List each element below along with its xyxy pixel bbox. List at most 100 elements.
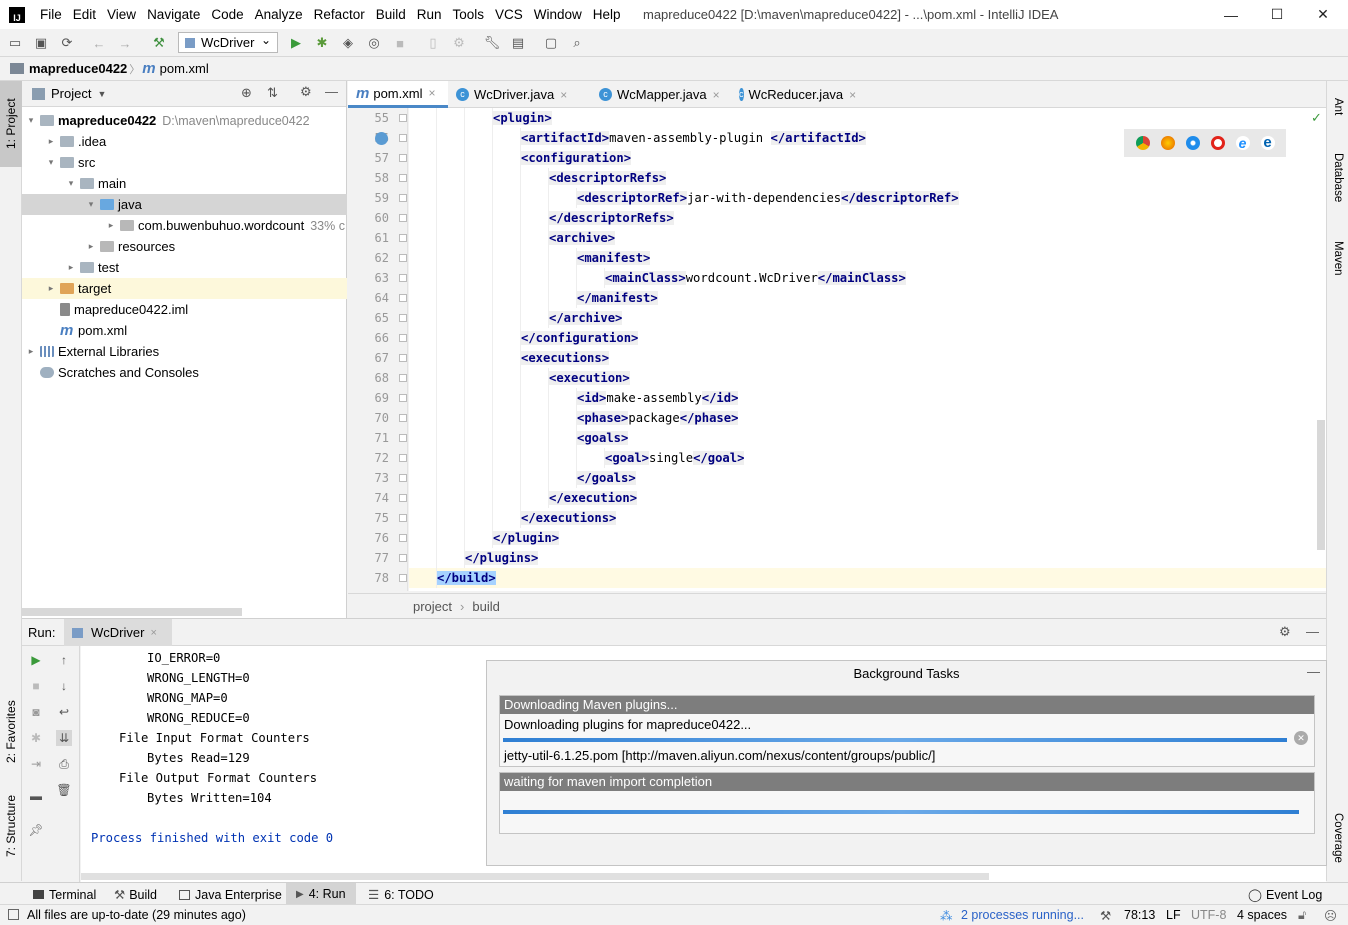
fold-marker-icon[interactable] bbox=[399, 134, 407, 142]
tree-item[interactable]: ▸.idea bbox=[22, 131, 347, 152]
tree-item[interactable]: ▸target bbox=[22, 278, 347, 299]
chrome-icon[interactable] bbox=[1135, 136, 1150, 150]
back-icon[interactable]: ← bbox=[92, 35, 106, 51]
project-view-select[interactable]: Project bbox=[51, 86, 92, 101]
update-icon[interactable]: ⚙ bbox=[453, 35, 465, 50]
up-arrow-icon[interactable]: ↑ bbox=[61, 653, 67, 667]
exit-icon[interactable]: ⇥ bbox=[30, 757, 42, 771]
fold-marker-icon[interactable] bbox=[399, 274, 407, 282]
menu-view[interactable]: View bbox=[107, 7, 137, 22]
search-icon[interactable]: ⌕ bbox=[573, 35, 581, 50]
close-icon[interactable]: × bbox=[712, 87, 720, 102]
todo-tab[interactable]: ☰6: TODO bbox=[368, 886, 434, 903]
menu-run[interactable]: Run bbox=[416, 7, 442, 22]
camera-icon[interactable]: ◙ bbox=[32, 705, 40, 719]
wrench-icon[interactable]: ⚒ bbox=[1100, 909, 1112, 923]
fold-marker-icon[interactable] bbox=[399, 254, 407, 262]
debug-icon[interactable]: ✱ bbox=[316, 35, 328, 50]
tree-item[interactable]: ▾src bbox=[22, 152, 347, 173]
gear-icon[interactable]: ⚙ bbox=[1279, 624, 1291, 639]
project-tool-tab[interactable]: 1: Project bbox=[0, 81, 22, 167]
cancel-task-button[interactable]: ✕ bbox=[1294, 731, 1308, 745]
print-icon[interactable]: ⎙ bbox=[59, 756, 69, 771]
scroll-to-end-icon[interactable]: ⇊ bbox=[56, 730, 72, 746]
chevron-right-icon[interactable]: ▸ bbox=[48, 136, 54, 146]
sync-icon[interactable]: ⟳ bbox=[61, 35, 73, 50]
trash-icon[interactable]: 🗑︎ bbox=[56, 783, 72, 797]
terminal-window-icon[interactable]: ▢ bbox=[544, 35, 558, 50]
menu-edit[interactable]: Edit bbox=[72, 7, 97, 22]
code-editor[interactable]: <plugin><artifactId>maven-assembly-plugi… bbox=[409, 108, 1326, 591]
fold-marker-icon[interactable] bbox=[399, 514, 407, 522]
breadcrumb-project[interactable]: mapreduce0422 bbox=[29, 61, 128, 76]
caret-position[interactable]: 78:13 bbox=[1124, 908, 1156, 922]
fold-marker-icon[interactable] bbox=[399, 194, 407, 202]
chevron-right-icon[interactable]: ▸ bbox=[48, 283, 54, 293]
maven-tool-tab[interactable]: Maven bbox=[1327, 231, 1348, 286]
menu-file[interactable]: File bbox=[40, 7, 62, 22]
rerun-icon[interactable]: ▶ bbox=[31, 653, 41, 667]
close-icon[interactable]: × bbox=[560, 87, 568, 102]
menu-vcs[interactable]: VCS bbox=[495, 7, 523, 22]
breadcrumb-file[interactable]: pom.xml bbox=[159, 61, 209, 76]
fold-marker-icon[interactable] bbox=[399, 474, 407, 482]
fold-marker-icon[interactable] bbox=[399, 454, 407, 462]
menu-tools[interactable]: Tools bbox=[452, 7, 485, 22]
layout-icon[interactable]: ▬ bbox=[30, 789, 42, 803]
java-enterprise-tab[interactable]: Java Enterprise bbox=[179, 886, 282, 903]
tree-item[interactable]: ▾java bbox=[22, 194, 347, 215]
favorites-tool-tab[interactable]: 2: Favorites bbox=[0, 687, 22, 777]
run-configuration-select[interactable]: WcDriver ⌄ bbox=[178, 32, 278, 53]
breadcrumb-project-tag[interactable]: project bbox=[413, 598, 453, 614]
tree-item[interactable]: ▸External Libraries bbox=[22, 341, 347, 362]
menu-refactor[interactable]: Refactor bbox=[313, 7, 365, 22]
tree-item[interactable]: ▸test bbox=[22, 257, 347, 278]
chevron-right-icon[interactable]: ▸ bbox=[68, 262, 74, 272]
menu-window[interactable]: Window bbox=[533, 7, 582, 22]
stop-icon[interactable]: ■ bbox=[396, 35, 404, 51]
down-arrow-icon[interactable]: ↓ bbox=[61, 679, 67, 693]
fold-marker-icon[interactable] bbox=[399, 174, 407, 182]
hide-panel-icon[interactable]: — bbox=[1306, 624, 1319, 639]
fold-marker-icon[interactable] bbox=[399, 294, 407, 302]
open-folder-icon[interactable]: ▭ bbox=[8, 35, 22, 50]
chevron-down-icon[interactable]: ▾ bbox=[28, 115, 34, 125]
attach-icon[interactable]: ▯ bbox=[429, 35, 437, 50]
fold-marker-icon[interactable] bbox=[399, 554, 407, 562]
tree-item[interactable]: Scratches and Consoles bbox=[22, 362, 347, 383]
status-message[interactable]: All files are up-to-date (29 minutes ago… bbox=[27, 908, 246, 922]
close-icon[interactable]: × bbox=[428, 86, 436, 100]
chevron-down-icon[interactable]: ▾ bbox=[88, 199, 94, 209]
chevron-right-icon[interactable]: ▸ bbox=[28, 346, 34, 356]
build-tab[interactable]: ⚒Build bbox=[114, 886, 157, 903]
hide-panel-icon[interactable]: — bbox=[325, 84, 338, 99]
settings-wrench-icon[interactable]: 🔧︎ bbox=[483, 35, 501, 50]
database-tool-tab[interactable]: Database bbox=[1327, 143, 1348, 213]
collapse-all-icon[interactable]: ⇅ bbox=[267, 85, 278, 100]
fold-marker-icon[interactable] bbox=[399, 214, 407, 222]
fold-marker-icon[interactable] bbox=[399, 334, 407, 342]
fold-marker-icon[interactable] bbox=[399, 114, 407, 122]
line-separator[interactable]: LF bbox=[1166, 908, 1181, 922]
editor-vertical-scrollbar[interactable] bbox=[1317, 420, 1325, 550]
run-icon[interactable]: ▶ bbox=[291, 35, 301, 50]
terminal-tab[interactable]: Terminal bbox=[33, 886, 96, 903]
status-panel-icon[interactable] bbox=[8, 909, 19, 920]
file-encoding[interactable]: UTF-8 bbox=[1191, 908, 1227, 922]
forward-icon[interactable]: → bbox=[118, 35, 132, 51]
ant-tool-tab[interactable]: Ant bbox=[1327, 87, 1348, 127]
safari-icon[interactable] bbox=[1185, 136, 1200, 150]
edge-icon[interactable]: e bbox=[1260, 135, 1275, 150]
fold-marker-icon[interactable] bbox=[399, 394, 407, 402]
processes-running-link[interactable]: 2 processes running... bbox=[961, 908, 1084, 922]
chevron-down-icon[interactable]: ▾ bbox=[68, 178, 74, 188]
stop-icon[interactable]: ■ bbox=[32, 679, 40, 693]
firefox-icon[interactable] bbox=[1160, 136, 1175, 150]
override-marker-icon[interactable] bbox=[375, 132, 388, 145]
fold-marker-icon[interactable] bbox=[399, 154, 407, 162]
